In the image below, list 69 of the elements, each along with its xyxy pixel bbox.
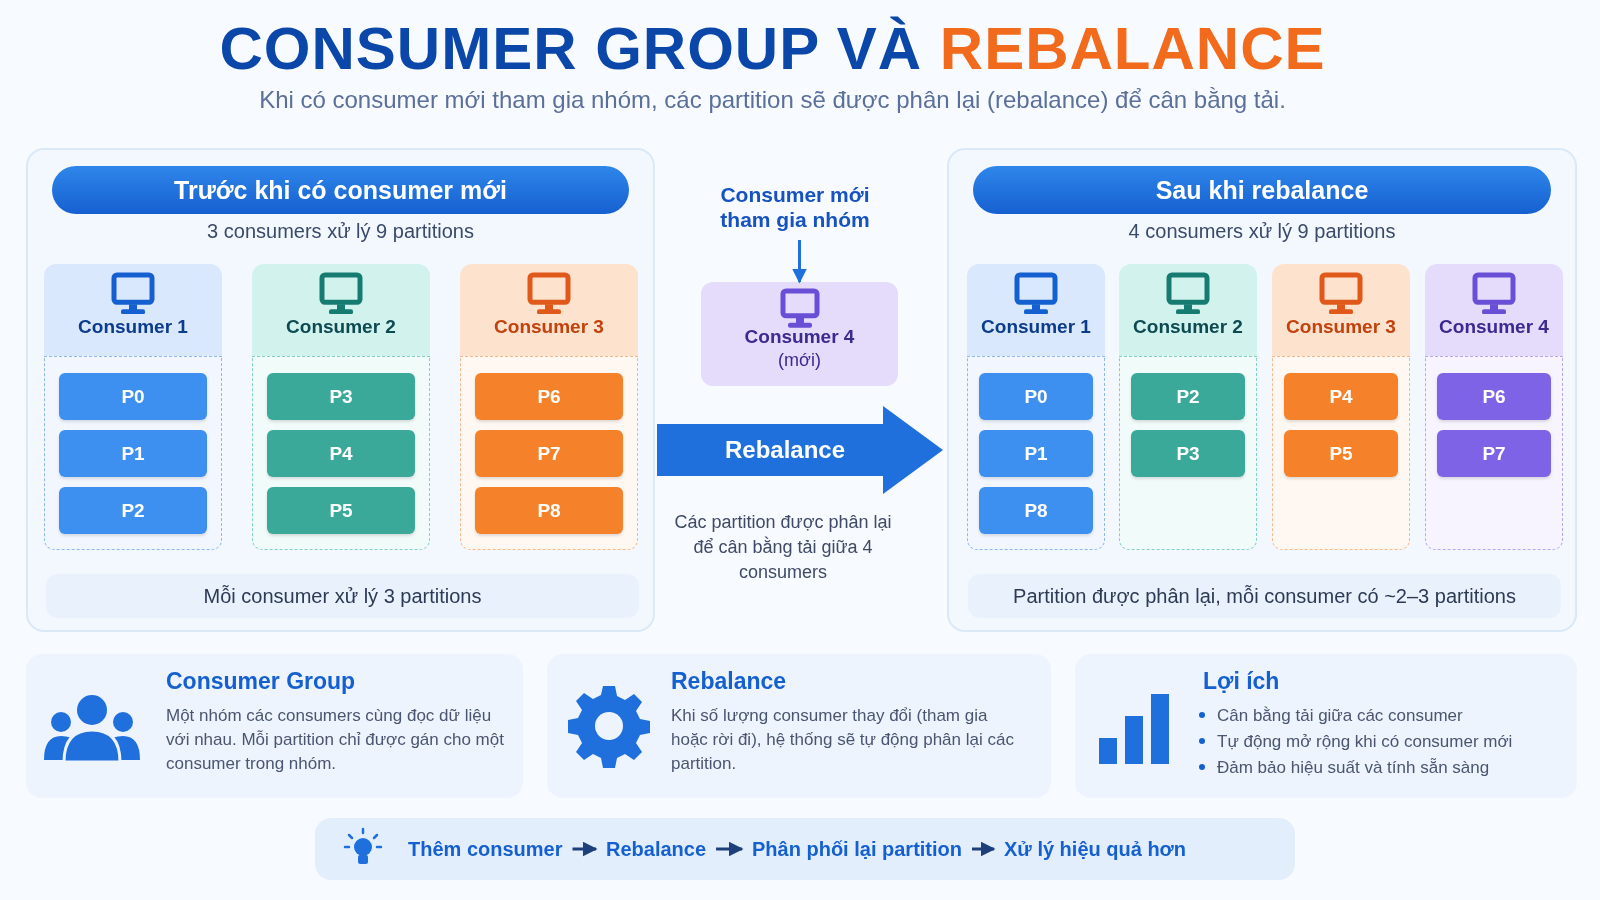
partition-box: P8 — [475, 487, 623, 534]
consumer-name: Consumer 3 — [493, 316, 605, 338]
consumer-column — [1272, 264, 1410, 550]
note-text: Các partition được phân lại để cân bằng tải giữa 4 consumers — [674, 511, 892, 584]
consumer-name: Consumer 2 — [1132, 316, 1244, 338]
edge-label: Rebalance — [723, 435, 847, 465]
consumer-column — [252, 264, 430, 550]
subtitle-text: 3 consumers xử lý 9 partitions — [206, 220, 475, 243]
card-text: Một nhóm các consumers cùng đọc dữ liệu với nhau. Mỗi partition chỉ được gán cho một consumer trong nhóm. — [166, 705, 505, 775]
consumer-name: Consumer 1 — [980, 316, 1092, 338]
subtitle-text: 4 consumers xử lý 9 partitions — [1127, 220, 1397, 243]
consumer-column — [967, 264, 1105, 550]
arrow — [716, 841, 744, 857]
consumer-column — [44, 264, 222, 550]
partition-box: P3 — [1131, 430, 1245, 477]
card-title: Consumer Group — [166, 668, 356, 695]
flow-bar — [315, 818, 1295, 880]
partition-box: P3 — [267, 373, 415, 420]
partition-box: P5 — [267, 487, 415, 534]
panel — [26, 148, 655, 632]
consumer-column — [1425, 264, 1563, 550]
consumer-name: Consumer 1 — [77, 316, 189, 338]
partition-box: P7 — [475, 430, 623, 477]
partition-box: P2 — [1131, 373, 1245, 420]
flow-step: Thêm consumer — [408, 833, 563, 865]
bullet-item: Đảm bảo hiệu suất và tính sẵn sàng — [1195, 758, 1490, 778]
consumer-column — [460, 264, 638, 550]
callout-text: Consumer mới tham gia nhóm — [695, 182, 895, 238]
summary-bar: Partition được phân lại, mỗi consumer có ~2–3 partitions — [968, 574, 1561, 618]
bullet-item: Tự động mở rộng khi có consumer mới — [1195, 732, 1513, 752]
flow-step: Xử lý hiệu quả hơn — [1004, 833, 1187, 865]
title: CONSUMER GROUP VÀ REBALANCE — [218, 14, 1327, 83]
block-arrow — [657, 406, 943, 494]
partition-box: P1 — [59, 430, 207, 477]
section-header: Sau khi rebalance — [973, 166, 1551, 214]
consumer-name: Consumer 3 — [1285, 316, 1397, 338]
consumer-name: Consumer 4 — [743, 326, 856, 348]
partition-box: P6 — [475, 373, 623, 420]
consumer-name: Consumer 4 — [1438, 316, 1550, 338]
panel — [947, 148, 1577, 632]
partition-box: P5 — [1284, 430, 1398, 477]
card-title: Rebalance — [671, 668, 787, 695]
partition-box: P1 — [979, 430, 1093, 477]
subtitle: Khi có consumer mới tham gia nhóm, các partition sẽ được phân lại (rebalance) để cân bằng tải. — [258, 86, 1287, 114]
info-card — [26, 654, 523, 798]
info-card — [1075, 654, 1577, 798]
consumer-name: Consumer 2 — [285, 316, 397, 338]
arrow — [792, 240, 807, 284]
consumer-box — [701, 282, 898, 386]
card-title: Lợi ích — [1203, 668, 1280, 695]
partition-box: P0 — [979, 373, 1093, 420]
consumer-column — [1119, 264, 1257, 550]
arrow — [972, 841, 996, 857]
partition-box: P4 — [267, 430, 415, 477]
bullet-item: Cân bằng tải giữa các consumer — [1195, 706, 1463, 726]
partition-box: P0 — [59, 373, 207, 420]
flow-step: Rebalance — [606, 833, 707, 865]
partition-box: P6 — [1437, 373, 1551, 420]
arrow — [572, 841, 598, 857]
partition-box: P8 — [979, 487, 1093, 534]
info-card — [547, 654, 1051, 798]
flow-step: Phân phối lại partition — [752, 833, 962, 865]
partition-box: P7 — [1437, 430, 1551, 477]
partition-box: P4 — [1284, 373, 1398, 420]
status-text: (mới) — [777, 350, 822, 371]
card-text: Khi số lượng consumer thay đổi (tham gia hoặc rời đi), hệ thống sẽ tự động phân lại các partition. — [671, 705, 1015, 775]
partition-box: P2 — [59, 487, 207, 534]
summary-bar: Mỗi consumer xử lý 3 partitions — [46, 574, 639, 618]
section-header: Trước khi có consumer mới — [52, 166, 629, 214]
